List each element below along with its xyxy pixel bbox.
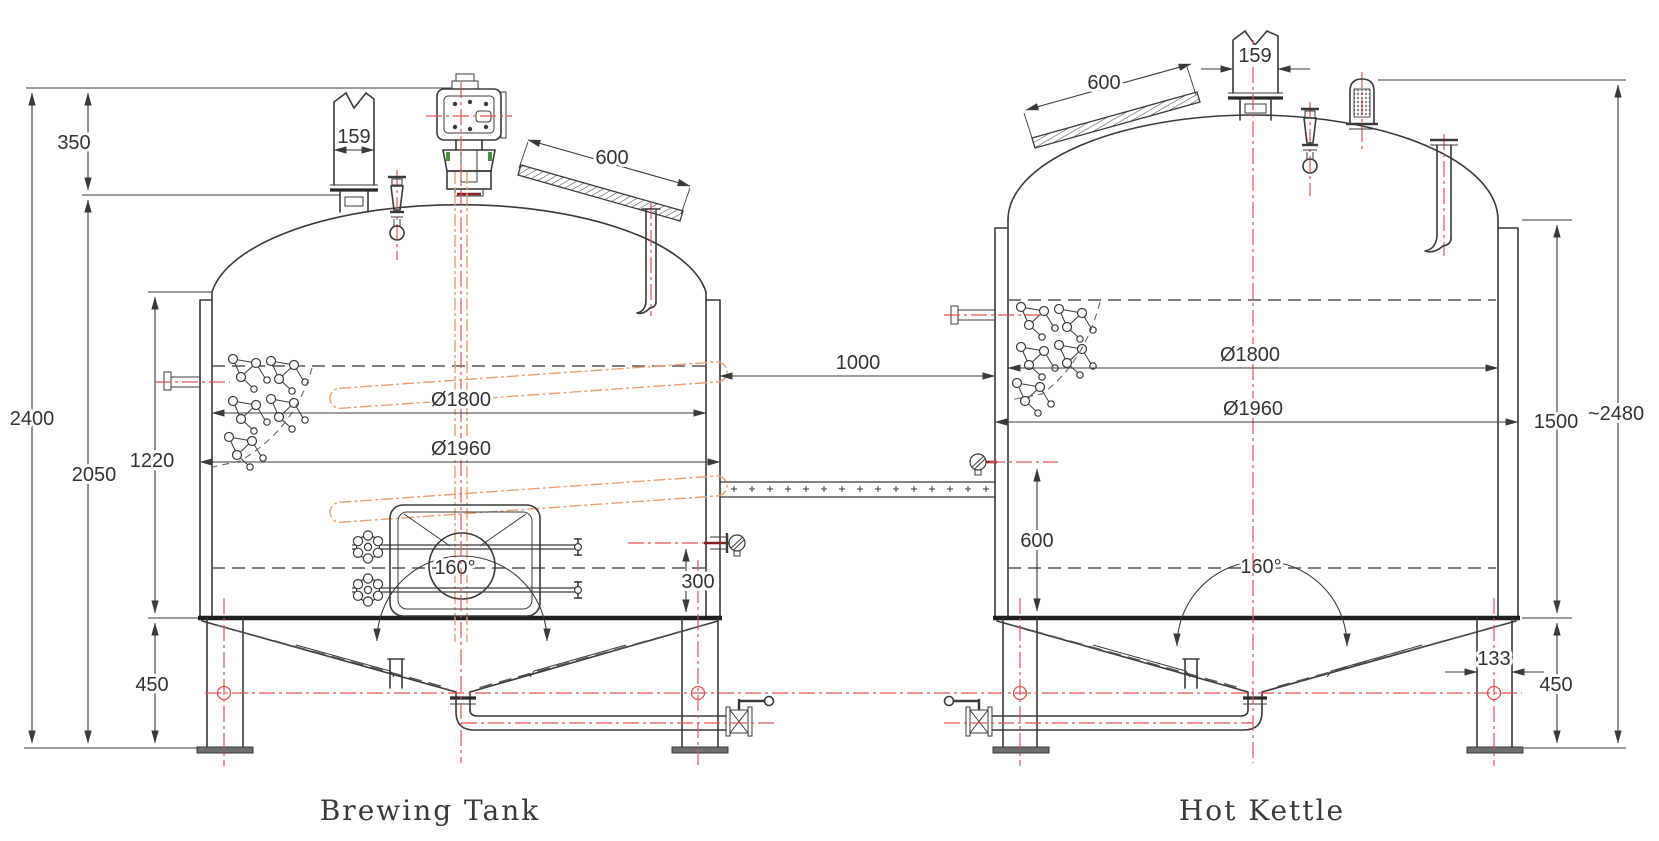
baseplate <box>992 746 1050 754</box>
baseplate <box>1466 746 1524 754</box>
dim-159-right-label: 159 <box>1238 45 1271 67</box>
baseplate <box>671 746 729 754</box>
drain-valve-right <box>943 695 993 737</box>
dim-159-left: 159 <box>333 123 375 154</box>
dia-1960-left: Ø1960 <box>199 435 721 466</box>
anchor-mark <box>1012 685 1028 701</box>
dim-600-left: 600 <box>527 139 691 187</box>
port-valve <box>728 534 746 557</box>
brewing-tank: 160° <box>155 73 775 754</box>
kettle-cone-bottom <box>996 620 1517 693</box>
dia-1960-right: Ø1960 <box>994 395 1519 426</box>
drain-valve-left <box>725 695 775 737</box>
spray-ball-cluster-left <box>212 353 313 471</box>
dim-2400: 2400 <box>7 92 57 744</box>
dim-1000: 1000 <box>719 349 996 380</box>
agitator-motor <box>426 73 512 197</box>
dim-1220-label: 1220 <box>130 450 175 472</box>
breather-vent <box>1346 72 1378 150</box>
baseplate <box>196 746 254 754</box>
dia-1800-right: Ø1800 <box>1007 341 1499 372</box>
dim-1500: 1500 <box>1531 224 1581 614</box>
sight-glass <box>428 532 496 600</box>
anchor-mark <box>1486 685 1502 701</box>
dome-downpipe-left <box>636 203 661 316</box>
agitator <box>329 172 728 642</box>
dim-159-left-label: 159 <box>337 126 370 148</box>
side-ports-right-tank <box>944 305 1058 476</box>
dim-600-side-right-label: 600 <box>1020 530 1053 552</box>
wing-bolt <box>573 580 583 600</box>
brewing-tank-title: Brewing Tank <box>320 794 541 827</box>
dim-600-top-right-label: 600 <box>1087 72 1120 94</box>
dim-2480-label: ~2480 <box>1588 403 1644 425</box>
dia-1800-left: Ø1800 <box>211 386 707 417</box>
agitator-paddle-upper <box>329 361 728 410</box>
platform <box>720 481 995 498</box>
flange-green-mark <box>446 152 450 161</box>
dim-1500-label: 1500 <box>1534 411 1579 433</box>
dim-2400-label: 2400 <box>10 408 55 430</box>
leg-centerlines <box>223 560 1495 766</box>
flange-green-mark <box>488 152 492 161</box>
handwheel <box>352 530 384 564</box>
dim-600-side-right: 600 <box>1017 468 1057 612</box>
brewing-legs <box>196 617 729 754</box>
dim-350-label: 350 <box>57 132 90 154</box>
dim-1220: 1220 <box>127 296 177 614</box>
hot-kettle-title: Hot Kettle <box>1179 794 1345 827</box>
dimensions: 2400 350 2050 1220 450 159 159 <box>7 42 1647 749</box>
agitator-paddle-lower <box>329 475 728 524</box>
dim-450-right: 450 <box>1536 622 1576 744</box>
sampler-valve-right <box>1301 102 1319 196</box>
cone-angle-left: 160° <box>373 554 551 642</box>
drain-piping-right <box>943 691 1267 737</box>
dim-133-label: 133 <box>1477 648 1510 670</box>
wing-bolt <box>573 537 583 557</box>
angle-160-left-label: 160° <box>434 557 475 579</box>
dim-159-right: 159 <box>1201 42 1310 73</box>
spray-ball-cluster-right <box>1009 301 1101 417</box>
dim-600-left-label: 600 <box>595 147 628 169</box>
dim-450-left: 450 <box>132 622 172 744</box>
kettle-shell <box>993 114 1520 621</box>
dim-600-top-right: 600 <box>1025 63 1192 111</box>
dim-2050: 2050 <box>69 199 119 744</box>
dim-2480: ~2480 <box>1585 84 1647 744</box>
handwheel <box>352 573 384 607</box>
anchor-mark <box>690 685 706 701</box>
port-valve <box>969 453 987 476</box>
chimney-vent-left <box>330 91 378 213</box>
dia-1800-right-label: Ø1800 <box>1220 344 1280 366</box>
dia-1960-right-label: Ø1960 <box>1223 398 1283 420</box>
dim-2050-label: 2050 <box>72 464 117 486</box>
dim-1000-label: 1000 <box>836 352 881 374</box>
sampler-valve-left <box>388 170 406 260</box>
dim-450-right-label: 450 <box>1539 674 1572 696</box>
brewing-cone-bottom <box>201 620 719 693</box>
anchor-mark <box>216 685 232 701</box>
dome-downpipe-right <box>1424 134 1458 256</box>
dia-1960-left-label: Ø1960 <box>431 438 491 460</box>
drain-piping-left <box>450 691 775 737</box>
side-ports-left-tank <box>155 371 746 557</box>
dim-300-label: 300 <box>681 571 714 593</box>
dim-300: 300 <box>678 548 718 613</box>
dia-1800-left-label: Ø1800 <box>431 389 491 411</box>
centerlines <box>205 40 1522 766</box>
dim-450-left-label: 450 <box>135 674 168 696</box>
manhole-door <box>352 504 583 617</box>
dim-133: 133 <box>1445 645 1544 676</box>
hot-kettle: 160° <box>943 29 1524 754</box>
angle-160-right-label: 160° <box>1240 556 1281 578</box>
dim-350: 350 <box>54 92 94 191</box>
cone-angle-right: 160° <box>1173 553 1351 647</box>
kettle-legs <box>992 617 1524 754</box>
